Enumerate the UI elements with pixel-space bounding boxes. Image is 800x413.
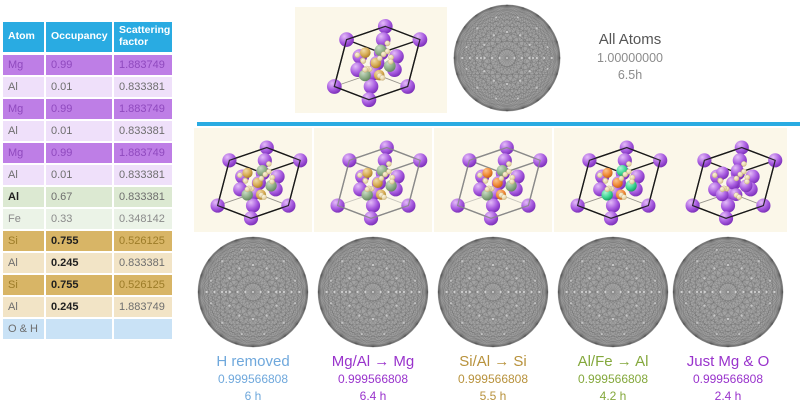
table-cell-occupancy: 0.33 [46, 209, 112, 229]
table-cell-atom: Al [3, 121, 44, 141]
table-cell-factor: 0.833381 [114, 253, 172, 273]
table-cell-occupancy: 0.99 [46, 55, 112, 75]
variant-value: 0.999566808 [577, 372, 649, 386]
table-cell-atom: Al [3, 165, 44, 185]
table-cell-factor: 0.526125 [114, 231, 172, 251]
all-atoms-label: All Atoms 1.00000000 6.5h [570, 31, 690, 82]
variant-name: Just Mg & O [686, 353, 770, 370]
diffraction-pattern-all-atoms [451, 2, 563, 114]
col-header-scattering-factor: Scattering factor [114, 22, 172, 52]
table-cell-atom: Mg [3, 143, 44, 163]
table-cell-factor: 0.526125 [114, 275, 172, 295]
variant-time: 5.5 h [479, 389, 507, 403]
table-cell-occupancy [46, 319, 112, 339]
table-cell-occupancy: 0.99 [46, 143, 112, 163]
variant-value: 0.999566808 [457, 372, 529, 386]
variant-label-si-al-si: Si/Al → Si 0.999566808 5.5 h [431, 353, 555, 403]
diffraction-pattern-si-al-si [435, 234, 551, 350]
crystal-structure-all-atoms [295, 7, 447, 113]
table-header: Atom Occupancy Scattering factor [3, 22, 172, 52]
table-cell-atom: Mg [3, 55, 44, 75]
table-cell-factor: 0.833381 [114, 121, 172, 141]
table-cell-atom: Si [3, 231, 44, 251]
all-atoms-title: All Atoms [598, 31, 662, 48]
variant-time: 4.2 h [599, 389, 627, 403]
col-header-occupancy: Occupancy [46, 22, 112, 52]
table-cell-atom: Mg [3, 99, 44, 119]
variant-name: H removed [216, 353, 290, 370]
diffraction-pattern-al-fe-al [555, 234, 671, 350]
variant-name: Mg/Al → Mg [331, 353, 415, 370]
variant-label-just-mg-o: Just Mg & O 0.999566808 2.4 h [666, 353, 790, 403]
variant-label-mg-al-mg: Mg/Al → Mg 0.999566808 6.4 h [311, 353, 435, 403]
table-cell-factor: 0.833381 [114, 77, 172, 97]
table-cell-atom: Si [3, 275, 44, 295]
table-cell-atom: Al [3, 77, 44, 97]
table-cell-factor: 1.883749 [114, 55, 172, 75]
variant-label-al-fe-al: Al/Fe → Al 0.999566808 4.2 h [551, 353, 675, 403]
table-cell-atom: Al [3, 253, 44, 273]
table-cell-atom: Fe [3, 209, 44, 229]
table-cell-occupancy: 0.245 [46, 253, 112, 273]
crystal-structure-mg-al-mg [314, 128, 432, 232]
diffraction-pattern-h-removed [195, 234, 311, 350]
variant-name: Si/Al → Si [459, 353, 527, 370]
table-cell-atom: Al [3, 187, 44, 207]
table-row: O & H [3, 319, 172, 339]
table-cell-factor: 1.883749 [114, 99, 172, 119]
table-cell-atom: Al [3, 297, 44, 317]
diffraction-pattern-mg-al-mg [315, 234, 431, 350]
variant-value: 0.999566808 [337, 372, 409, 386]
table-cell-factor: 1.883749 [114, 143, 172, 163]
table-cell-occupancy: 0.755 [46, 231, 112, 251]
table-cell-factor: 0.833381 [114, 165, 172, 185]
table-cell-occupancy: 0.01 [46, 121, 112, 141]
table-cell-occupancy: 0.01 [46, 77, 112, 97]
table-cell-occupancy: 0.245 [46, 297, 112, 317]
crystal-structure-al-fe-al [554, 128, 672, 232]
variant-time: 2.4 h [714, 389, 742, 403]
table-cell-factor [114, 319, 172, 339]
table-cell-occupancy: 0.755 [46, 275, 112, 295]
table-cell-factor: 0.348142 [114, 209, 172, 229]
diffraction-pattern-just-mg-o [670, 234, 786, 350]
table-cell-occupancy: 0.01 [46, 165, 112, 185]
variant-time: 6.4 h [359, 389, 387, 403]
table-cell-atom: O & H [3, 319, 44, 339]
variant-time: 6 h [244, 389, 262, 403]
variant-name: Al/Fe → Al [577, 353, 649, 370]
table-cell-factor: 0.833381 [114, 187, 172, 207]
crystal-structure-just-mg-o [669, 128, 787, 232]
table-cell-occupancy: 0.99 [46, 99, 112, 119]
variant-value: 0.999566808 [692, 372, 764, 386]
col-header-atom: Atom [3, 22, 44, 52]
all-atoms-value: 1.00000000 [596, 51, 664, 65]
variant-value: 0.999566808 [217, 372, 289, 386]
crystal-structure-h-removed [194, 128, 312, 232]
all-atoms-time: 6.5h [617, 68, 643, 82]
table-cell-occupancy: 0.67 [46, 187, 112, 207]
variant-label-h-removed: H removed 0.999566808 6 h [191, 353, 315, 403]
table-cell-factor: 1.883749 [114, 297, 172, 317]
section-divider [197, 122, 800, 126]
crystal-structure-si-al-si [434, 128, 552, 232]
